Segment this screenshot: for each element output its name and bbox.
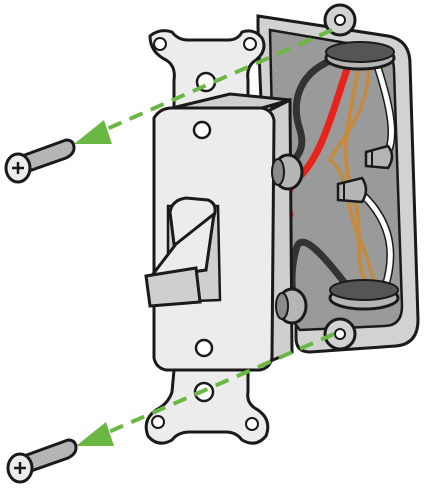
arrow-bottom-dashes xyxy=(103,332,335,436)
strap-bottom xyxy=(144,368,270,445)
screw-icon xyxy=(20,138,76,174)
wire-white-2 xyxy=(361,193,393,293)
strap-top-hole-left xyxy=(153,37,167,51)
box-ear-top-hole xyxy=(334,14,346,26)
cable-clamp-bottom-rim xyxy=(329,279,399,301)
toggle-lever-front xyxy=(144,266,202,308)
switch-body xyxy=(144,29,294,445)
mounting-screw-top xyxy=(4,138,76,184)
wire-copper-2 xyxy=(327,58,380,294)
terminal-screws xyxy=(271,153,308,325)
body-bottom-hole xyxy=(194,338,214,358)
arrow-top-dashes xyxy=(99,28,333,134)
screw-slot-top xyxy=(12,162,24,174)
strap-top xyxy=(148,29,266,112)
screw-slot-bottom xyxy=(14,462,26,474)
strap-top-hole-right xyxy=(243,37,257,51)
cable-clamps xyxy=(324,41,400,311)
strap-bottom-hole-left xyxy=(151,415,165,429)
terminal-screw-lower-side xyxy=(275,292,289,320)
mounting-screw-bottom xyxy=(6,438,78,484)
body-top-hole xyxy=(192,120,212,140)
arrow-top-head xyxy=(74,120,112,144)
screw-icon xyxy=(22,438,78,474)
arrow-bottom-head xyxy=(76,422,114,446)
switch-body-top xyxy=(171,92,291,110)
wire-connector-1 xyxy=(364,144,394,170)
wire-connector-2 xyxy=(336,176,368,204)
box-ear-bottom-hole xyxy=(334,328,346,340)
terminal-screw-upper-side xyxy=(271,158,285,186)
toggle-switch-icon xyxy=(144,196,222,308)
direction-arrows xyxy=(74,28,335,446)
strap-bottom-hole-right xyxy=(245,417,259,431)
cable-clamp-top-rim xyxy=(325,41,395,63)
